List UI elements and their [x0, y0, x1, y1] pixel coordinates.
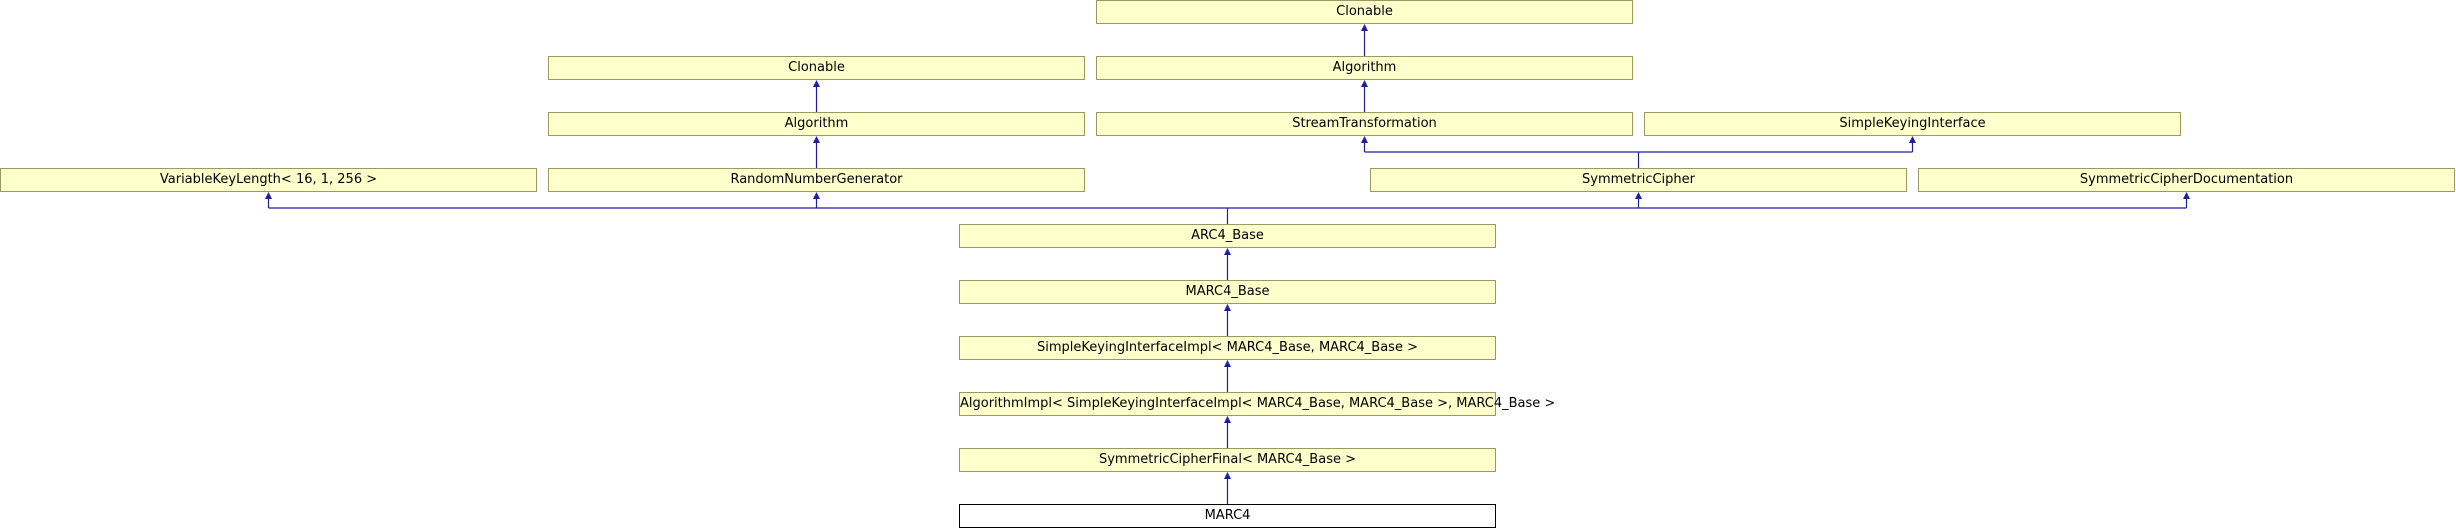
edge-arrowhead — [1361, 24, 1368, 31]
edge-arrowhead — [1909, 136, 1916, 143]
node-symmetric-cipher-final[interactable]: SymmetricCipherFinal< MARC4_Base > — [959, 448, 1496, 472]
edge-arrowhead — [265, 192, 272, 199]
node-symmetric-cipher-documentation[interactable]: SymmetricCipherDocumentation — [1918, 168, 2455, 192]
node-clonable-top[interactable]: Clonable — [1096, 0, 1633, 24]
node-marc4-current: MARC4 — [959, 504, 1496, 528]
edge-arrowhead — [1361, 136, 1368, 143]
node-clonable-left[interactable]: Clonable — [548, 56, 1085, 80]
edge-arrowhead — [1361, 80, 1368, 87]
node-variable-key-length[interactable]: VariableKeyLength< 16, 1, 256 > — [0, 168, 537, 192]
node-algorithm-impl[interactable]: AlgorithmImpl< SimpleKeyingInterfaceImpl… — [959, 392, 1555, 416]
edge-arrowhead — [1224, 360, 1231, 367]
node-simple-keying-interface-impl[interactable]: SimpleKeyingInterfaceImpl< MARC4_Base, M… — [959, 336, 1496, 360]
node-symmetric-cipher[interactable]: SymmetricCipher — [1370, 168, 1907, 192]
edge-arrowhead — [1224, 416, 1231, 423]
edge-arrowhead — [1224, 248, 1231, 255]
node-algorithm-left[interactable]: Algorithm — [548, 112, 1085, 136]
edge-arrowhead — [1635, 192, 1642, 199]
edge-arrowhead — [813, 80, 820, 87]
node-arc4-base[interactable]: ARC4_Base — [959, 224, 1496, 248]
node-algorithm-right[interactable]: Algorithm — [1096, 56, 1633, 80]
node-simple-keying-interface[interactable]: SimpleKeyingInterface — [1644, 112, 2181, 136]
edge-arrowhead — [2183, 192, 2190, 199]
node-marc4-base[interactable]: MARC4_Base — [959, 280, 1496, 304]
node-stream-transformation[interactable]: StreamTransformation — [1096, 112, 1633, 136]
edge-arrowhead — [813, 136, 820, 143]
edge-arrowhead — [1224, 472, 1231, 479]
node-random-number-generator[interactable]: RandomNumberGenerator — [548, 168, 1085, 192]
edge-arrowhead — [813, 192, 820, 199]
edge-arrowhead — [1224, 304, 1231, 311]
